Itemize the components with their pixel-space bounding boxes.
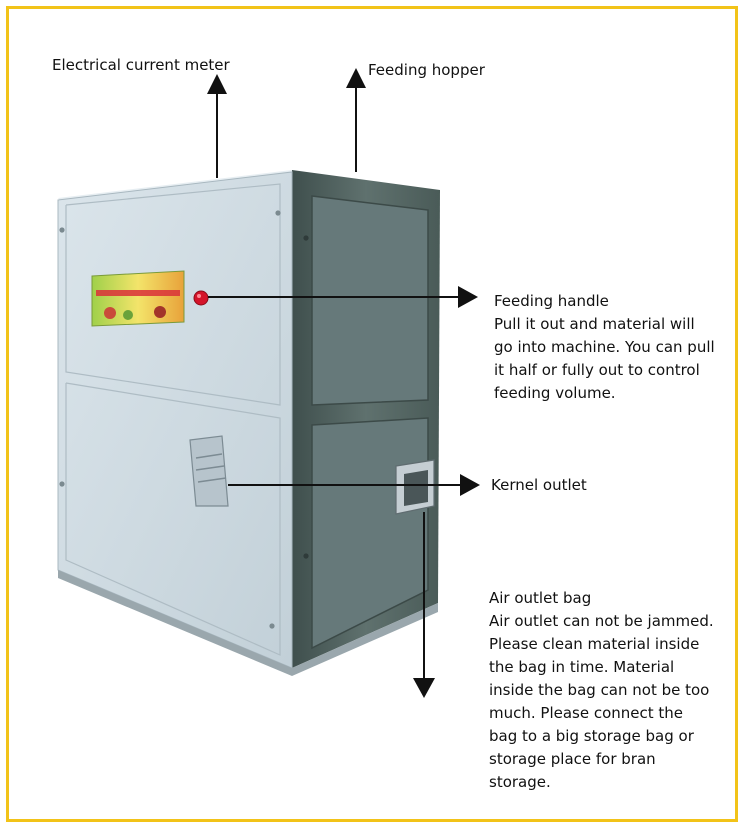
current-meter-arrowhead [207, 74, 227, 94]
sticker-graphic [123, 310, 133, 320]
screw [59, 481, 65, 487]
front-panel [57, 171, 293, 669]
kernel-outlet-title: Kernel outlet [491, 476, 587, 494]
feeding-handle-line: it half or fully out to control [494, 361, 700, 379]
chute-slat [195, 453, 223, 459]
air-outlet-opening [404, 470, 428, 506]
feeding-handle-line: Pull it out and material will [494, 315, 695, 333]
air-outlet-bag-title: Air outlet bag [489, 589, 592, 607]
machine-base [58, 570, 438, 676]
screw [275, 210, 281, 216]
front-upper-seam [65, 183, 281, 406]
air-outlet-bag-callout: Air outlet bag Air outlet can not be jam… [489, 587, 714, 794]
kernel-outlet-arrowhead [460, 474, 480, 496]
feeding-hopper-title: Feeding hopper [368, 61, 485, 79]
feeding-handle-arrowhead [458, 286, 478, 308]
sticker-graphic [154, 306, 166, 318]
screw [59, 227, 65, 233]
kernel-outlet-callout: Kernel outlet [491, 474, 587, 497]
feeding-handle-line: go into machine. You can pull [494, 338, 715, 356]
front-lower-seam [65, 382, 281, 656]
air-outlet-bag-line: bag to a big storage bag or [489, 727, 694, 745]
current-meter-callout: Electrical current meter [52, 54, 230, 77]
screw [303, 553, 309, 559]
air-outlet-bag-line: storage. [489, 773, 551, 791]
air-outlet-bag-line: the bag in time. Material [489, 658, 675, 676]
kernel-outlet-chute [189, 435, 229, 507]
figure-frame [6, 6, 738, 822]
product-sticker [91, 270, 185, 327]
current-meter-title: Electrical current meter [52, 56, 230, 74]
feeding-hopper-arrowhead [346, 68, 366, 88]
side-upper-recess [311, 195, 429, 406]
feeding-handle-callout: Feeding handle Pull it out and material … [494, 290, 715, 405]
feeding-handle-title: Feeding handle [494, 292, 609, 310]
screw [269, 623, 275, 629]
sticker-stripe [96, 290, 180, 296]
air-outlet-bag-line: Air outlet can not be jammed. [489, 612, 714, 630]
air-outlet-bag-line: Please clean material inside [489, 635, 700, 653]
air-outlet-bag-line: storage place for bran [489, 750, 656, 768]
air-outlet-arrowhead [413, 678, 435, 698]
screw [303, 235, 309, 241]
feeding-handle-line: feeding volume. [494, 384, 616, 402]
sticker-graphic [104, 307, 116, 319]
chute-slat [195, 465, 225, 471]
feeding-handle-knob [193, 290, 209, 306]
knob-highlight [197, 294, 201, 298]
chute-slat [197, 477, 227, 483]
air-outlet-bag-line: inside the bag can not be too [489, 681, 710, 699]
machine-body [57, 170, 440, 676]
air-outlet-bag-line: much. Please connect the [489, 704, 684, 722]
feeding-hopper-callout: Feeding hopper [368, 59, 485, 82]
callout-arrows [207, 68, 480, 698]
